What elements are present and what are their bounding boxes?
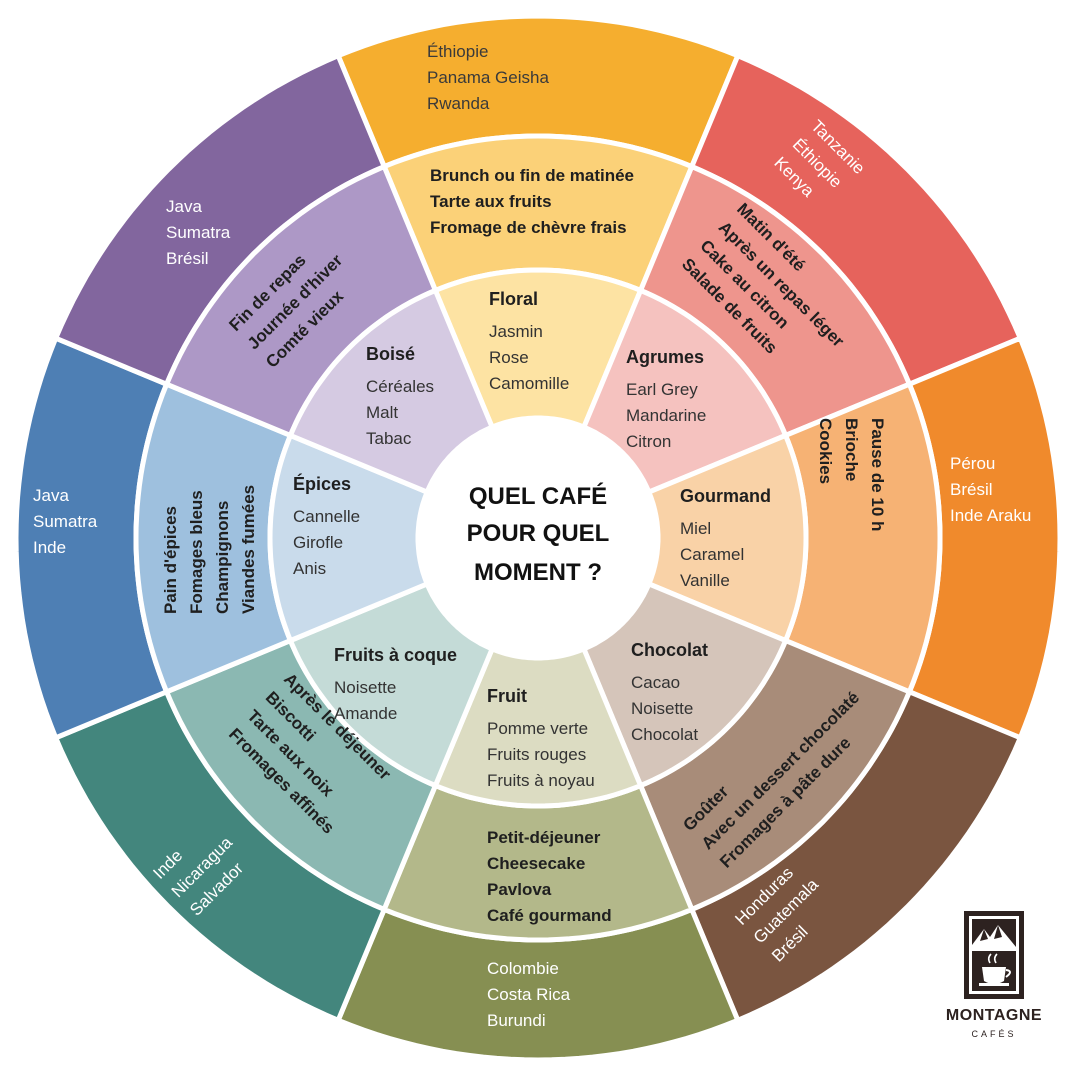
fruit-aroma-item: Pomme verte bbox=[487, 719, 588, 738]
epices-aroma-item: Cannelle bbox=[293, 507, 360, 526]
epices-origin-label: Inde bbox=[33, 538, 66, 557]
boise-origin-label: Sumatra bbox=[166, 223, 231, 242]
floral-origin-label: Éthiopie bbox=[427, 42, 488, 61]
gourmand-moment-label: Pause de 10 h bbox=[868, 418, 887, 531]
fruit-moment-label: Cheesecake bbox=[487, 854, 585, 873]
montagne-logo-icon bbox=[964, 911, 1024, 999]
floral-moment-label: Brunch ou fin de matinée bbox=[430, 166, 634, 185]
fruit-aroma-item: Fruits rouges bbox=[487, 745, 586, 764]
fruits-a-coque-aroma-item: Noisette bbox=[334, 678, 396, 697]
agrumes-aroma-item: Earl Grey bbox=[626, 380, 698, 399]
chocolat-aroma-title: Chocolat bbox=[631, 640, 708, 660]
boise-aroma-title: Boisé bbox=[366, 344, 415, 364]
logo-name: MONTAGNE bbox=[945, 1007, 1043, 1024]
gourmand-origin-label: Inde Araku bbox=[950, 506, 1031, 525]
epices-origin-label: Java bbox=[33, 486, 69, 505]
gourmand-moment-label: Cookies bbox=[816, 418, 835, 484]
fruit-moment-label: Pavlova bbox=[487, 880, 552, 899]
center-circle bbox=[416, 416, 660, 660]
boise-aroma-item: Tabac bbox=[366, 429, 412, 448]
gourmand-aroma-item: Vanille bbox=[680, 571, 730, 590]
agrumes-aroma-item: Mandarine bbox=[626, 406, 706, 425]
epices-aroma-title: Épices bbox=[293, 473, 351, 494]
floral-origin-label: Panama Geisha bbox=[427, 68, 549, 87]
fruit-origin-label: Burundi bbox=[487, 1011, 546, 1030]
chocolat-aroma-item: Noisette bbox=[631, 699, 693, 718]
fruits-a-coque-aroma-item: Amande bbox=[334, 704, 397, 723]
gourmand-origin-label: Pérou bbox=[950, 454, 995, 473]
gourmand-aroma-title: Gourmand bbox=[680, 486, 771, 506]
floral-aroma-item: Camomille bbox=[489, 374, 569, 393]
epices-origin-label: Sumatra bbox=[33, 512, 98, 531]
agrumes-aroma-title: Agrumes bbox=[626, 347, 704, 367]
floral-aroma-item: Jasmin bbox=[489, 322, 543, 341]
fruit-moment-label: Café gourmand bbox=[487, 906, 612, 925]
center-title: QUEL CAFÉ POUR QUEL MOMENT ? bbox=[467, 482, 610, 586]
floral-aroma-item: Rose bbox=[489, 348, 529, 367]
fruit-moment-label: Petit-déjeuner bbox=[487, 828, 601, 847]
floral-aroma-title: Floral bbox=[489, 289, 538, 309]
epices-moment-label: Champignons bbox=[213, 501, 232, 614]
center-title-line-3: MOMENT ? bbox=[474, 559, 602, 586]
floral-moment-label: Tarte aux fruits bbox=[430, 192, 552, 211]
fruit-origin-label: Colombie bbox=[487, 959, 559, 978]
boise-origin-label: Java bbox=[166, 197, 202, 216]
agrumes-aroma-item: Citron bbox=[626, 432, 671, 451]
epices-aroma-item: Girofle bbox=[293, 533, 343, 552]
chocolat-aroma-item: Cacao bbox=[631, 673, 680, 692]
epices-aroma-item: Anis bbox=[293, 559, 326, 578]
gourmand-moment-label: Brioche bbox=[842, 418, 861, 481]
epices-moment-label: Fomages bleus bbox=[187, 490, 206, 614]
epices-moment-label: Pain d'épices bbox=[161, 506, 180, 614]
montagne-logo: MONTAGNE CAFÉS bbox=[930, 905, 1058, 1055]
floral-middle-segment bbox=[380, 133, 696, 294]
fruit-origin-label: Costa Rica bbox=[487, 985, 571, 1004]
boise-origin-label: Brésil bbox=[166, 249, 209, 268]
logo-subtitle: CAFÉS bbox=[971, 1029, 1017, 1039]
fruit-aroma-item: Fruits à noyau bbox=[487, 771, 595, 790]
center-title-line-1: QUEL CAFÉ bbox=[469, 482, 607, 510]
epices-moment-labels: Pain d'épices Fomages bleus Champignons Via… bbox=[161, 485, 258, 614]
boise-aroma-item: Malt bbox=[366, 403, 398, 422]
fruits-a-coque-aroma-title: Fruits à coque bbox=[334, 645, 457, 665]
gourmand-middle-segment bbox=[782, 380, 943, 696]
chocolat-aroma-item: Chocolat bbox=[631, 725, 698, 744]
gourmand-moment-labels: Pause de 10 h Brioche Cookies bbox=[816, 418, 887, 531]
boise-aroma-item: Céréales bbox=[366, 377, 434, 396]
gourmand-aroma-item: Miel bbox=[680, 519, 711, 538]
gourmand-aroma-item: Caramel bbox=[680, 545, 744, 564]
epices-moment-label: Viandes fumées bbox=[239, 485, 258, 614]
center-title-line-2: POUR QUEL bbox=[467, 520, 610, 547]
floral-moment-label: Fromage de chèvre frais bbox=[430, 218, 627, 237]
fruit-aroma-title: Fruit bbox=[487, 686, 527, 706]
floral-origin-label: Rwanda bbox=[427, 94, 490, 113]
gourmand-origin-label: Brésil bbox=[950, 480, 993, 499]
